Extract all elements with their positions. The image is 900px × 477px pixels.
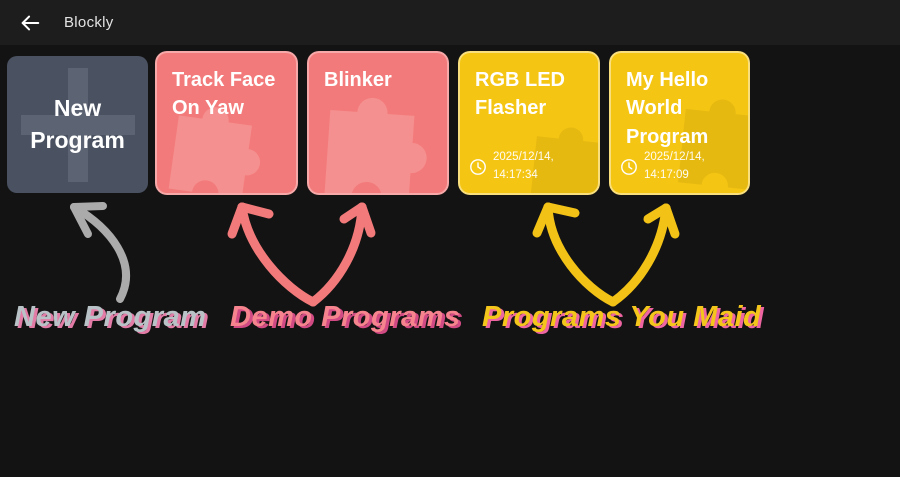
annotation-label-new-program: New Program bbox=[14, 301, 207, 333]
annotation-label-programs-you-maid: Programs You Maid bbox=[482, 301, 762, 333]
timestamp: 2025/12/14, 14:17:09 bbox=[620, 149, 705, 185]
card-title: Blinker bbox=[324, 69, 392, 91]
timestamp-text: 2025/12/14, 14:17:09 bbox=[644, 149, 705, 185]
timestamp-text: 2025/12/14, 14:17:34 bbox=[493, 149, 554, 185]
demo-program-card-blinker[interactable]: Blinker bbox=[307, 51, 449, 195]
user-program-card-my-hello-world-program[interactable]: My Hello World Program 2025/12/14, 14:17… bbox=[609, 51, 750, 195]
annotation-label-demo-programs: Demo Programs bbox=[230, 301, 461, 333]
arrow-to-new-program-icon bbox=[70, 202, 130, 303]
timestamp-time: 14:17:34 bbox=[493, 169, 538, 182]
timestamp-date: 2025/12/14, bbox=[644, 151, 705, 164]
card-title: RGB LED Flasher bbox=[475, 69, 565, 120]
plus-icon bbox=[20, 67, 135, 182]
back-button[interactable] bbox=[14, 7, 46, 39]
arrow-left-icon bbox=[21, 15, 40, 30]
clock-icon bbox=[470, 159, 486, 176]
card-title: My Hello World Program bbox=[626, 69, 709, 148]
timestamp-time: 14:17:09 bbox=[644, 169, 689, 182]
user-program-card-rgb-led-flasher[interactable]: RGB LED Flasher 2025/12/14, 14:17:34 bbox=[458, 51, 600, 195]
card-title: Track Face On Yaw bbox=[172, 69, 276, 120]
timestamp-date: 2025/12/14, bbox=[493, 151, 554, 164]
page-title: Blockly bbox=[64, 14, 114, 31]
top-app-bar: Blockly bbox=[0, 0, 900, 45]
new-program-card[interactable]: New Program bbox=[7, 56, 148, 193]
demo-program-card-track-face-on-yaw[interactable]: Track Face On Yaw bbox=[155, 51, 298, 195]
clock-icon bbox=[621, 159, 637, 176]
arrow-to-demo-programs-icon bbox=[227, 202, 376, 307]
card-title: New Program bbox=[30, 95, 125, 153]
arrow-to-user-programs-icon bbox=[532, 202, 680, 307]
timestamp: 2025/12/14, 14:17:34 bbox=[469, 149, 554, 185]
